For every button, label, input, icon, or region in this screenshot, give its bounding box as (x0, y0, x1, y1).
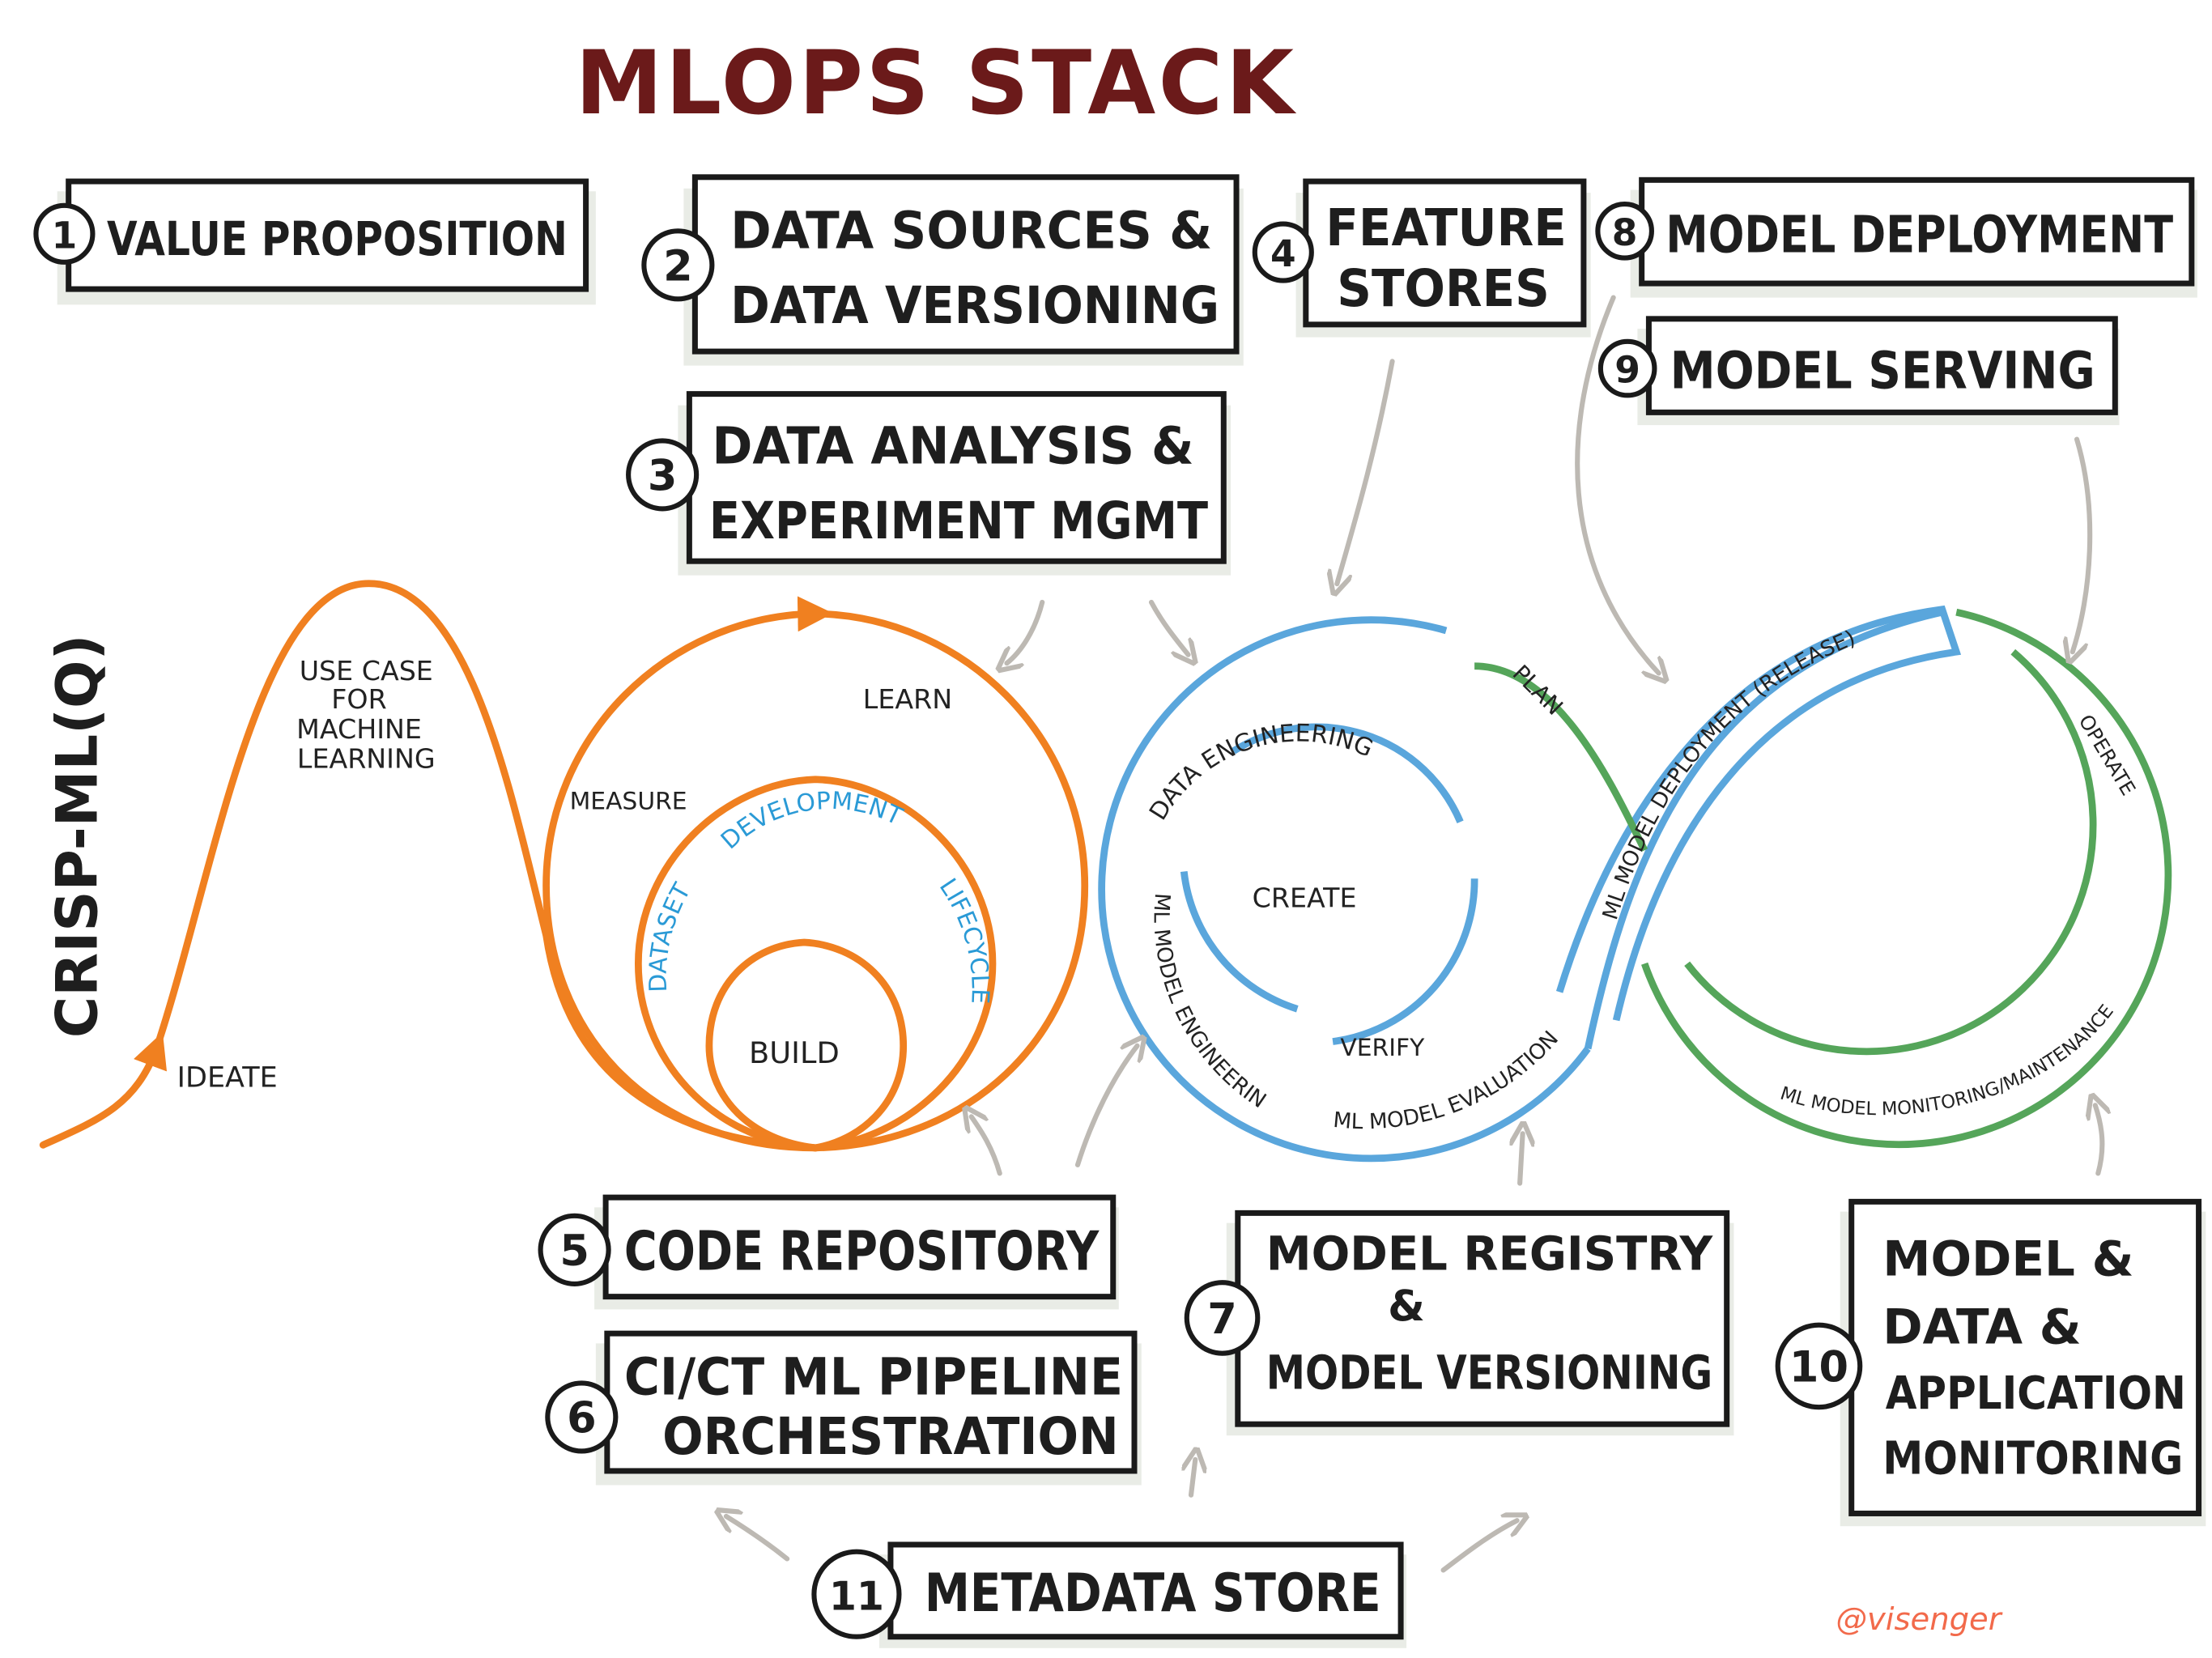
box-model-serving: 9 MODEL SERVING (1597, 316, 2120, 426)
label-use-case-2: FOR (331, 683, 386, 715)
label-learn: LEARN (863, 683, 952, 715)
connector-arrows (726, 295, 2102, 1573)
crisp-ml-label: CRISP-ML(Q) (45, 634, 111, 1038)
box-monitoring: 10 MODEL & DATA & APPLICATION MONITORING (1775, 1198, 2206, 1527)
box-code-repository: 5 CODE REPOSITORY (538, 1194, 1119, 1310)
box-number: 1 (52, 214, 78, 257)
box-number: 2 (663, 242, 693, 291)
label-ideate: IDEATE (177, 1062, 278, 1095)
box-number: 9 (1614, 349, 1640, 392)
box-label: & (1388, 1282, 1425, 1331)
label-lifecycle: LIFECYCLE (934, 874, 994, 1005)
box-label: MODEL DEPLOYMENT (1665, 206, 2173, 265)
box-number: 7 (1207, 1295, 1237, 1344)
box-number: 10 (1789, 1343, 1848, 1392)
label-use-case-3: MACHINE (296, 713, 422, 745)
box-label: CODE REPOSITORY (624, 1219, 1100, 1282)
box-number: 3 (648, 452, 678, 501)
label-data-engineering: DATA ENGINEERING (1144, 719, 1377, 825)
box-label: DATA ANALYSIS & (712, 416, 1193, 475)
label-use-case-4: LEARNING (297, 743, 436, 775)
box-number: 6 (567, 1394, 597, 1443)
box-label: APPLICATION (1886, 1367, 2186, 1420)
box-feature-stores: 4 FEATURE STORES (1252, 178, 1591, 338)
box-label: MODEL REGISTRY (1266, 1226, 1714, 1281)
box-label: MONITORING (1882, 1432, 2183, 1485)
box-number: 5 (559, 1226, 589, 1276)
box-label: MODEL VERSIONING (1266, 1345, 1712, 1400)
box-label: METADATA STORE (925, 1563, 1381, 1624)
box-label: STORES (1337, 259, 1550, 318)
diagram-title: MLOPS STACK (575, 32, 1296, 134)
label-create: CREATE (1253, 882, 1357, 913)
label-verify: VERIFY (1340, 1034, 1425, 1062)
box-label: DATA SOURCES & (730, 201, 1212, 260)
label-build: BUILD (749, 1035, 840, 1070)
box-label: MODEL & (1882, 1231, 2133, 1287)
ops-cycle-loop (1474, 608, 2172, 1149)
box-model-registry: 7 MODEL REGISTRY & MODEL VERSIONING (1184, 1209, 1734, 1436)
box-label: FEATURE (1325, 198, 1567, 257)
signature: @visenger (1836, 1601, 2002, 1638)
box-data-analysis: 3 DATA ANALYSIS & EXPERIMENT MGMT (626, 391, 1231, 576)
box-ci-ct-pipeline: 6 CI/CT ML PIPELINE ORCHESTRATION (545, 1330, 1142, 1486)
box-number: 4 (1270, 232, 1296, 275)
box-number: 11 (829, 1573, 884, 1619)
box-label: CI/CT ML PIPELINE (624, 1347, 1123, 1406)
box-metadata-store: 11 METADATA STORE (811, 1541, 1407, 1648)
box-label: MODEL SERVING (1670, 342, 2095, 401)
box-label: ORCHESTRATION (662, 1407, 1119, 1466)
box-data-sources: 2 DATA SOURCES & DATA VERSIONING (641, 174, 1244, 366)
box-model-deployment: 8 MODEL DEPLOYMENT (1595, 176, 2197, 298)
box-label: EXPERIMENT MGMT (709, 491, 1208, 551)
label-monitoring: ML MODEL MONITORING/MAINTENANCE (1778, 1001, 2118, 1120)
box-number: 8 (1612, 211, 1638, 254)
crisp-ml-curves (39, 580, 1089, 1152)
label-use-case-1: USE CASE (300, 655, 433, 687)
box-value-proposition: 1 VALUE PROPOSITION (33, 178, 596, 305)
label-measure: MEASURE (570, 787, 687, 815)
box-label: DATA VERSIONING (730, 276, 1219, 335)
box-label: DATA & (1882, 1299, 2081, 1355)
box-label: VALUE PROPOSITION (107, 211, 568, 266)
